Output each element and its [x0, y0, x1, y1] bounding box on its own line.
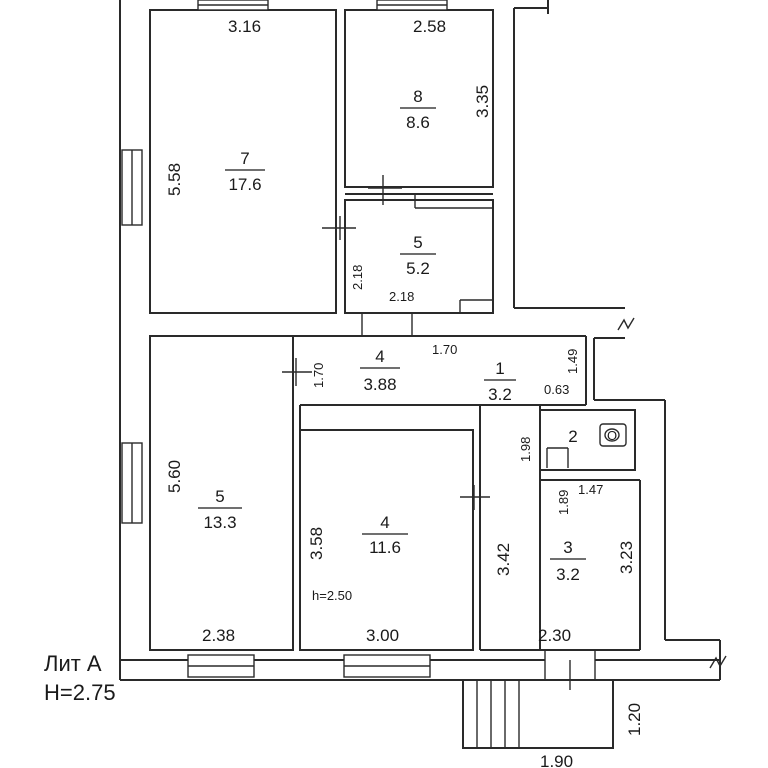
room-5-large-walls [149, 335, 294, 651]
dim-r8-side: 3.35 [473, 85, 492, 118]
room-3-area: 3.2 [556, 565, 580, 584]
porch-stairs [462, 679, 614, 749]
dim-r7-side: 5.58 [165, 163, 184, 196]
dim-r5-side: 5.60 [165, 460, 184, 493]
dim-r5s-h: 2.18 [389, 289, 414, 304]
dim-r4-bottom: 3.00 [366, 626, 399, 645]
dim-r3-bottom: 2.30 [538, 626, 571, 645]
room-5s-number: 5 [413, 233, 422, 252]
dim-r8-top: 2.58 [413, 17, 446, 36]
outer-walls [119, 0, 727, 681]
legend-lit: Лит А [44, 651, 102, 676]
dim-porch-v: 1.20 [625, 703, 644, 736]
toilet-label: O [607, 428, 617, 443]
dim-corr-h: 1.70 [432, 342, 457, 357]
dim-r3-v1: 1.89 [556, 490, 571, 515]
dim-r2-v: 1.98 [518, 437, 533, 462]
room-4c-area: 3.88 [363, 375, 396, 394]
room-5l-area: 13.3 [203, 513, 236, 532]
room-7-area: 17.6 [228, 175, 261, 194]
room-2-walls [539, 409, 636, 471]
dim-r5s-v: 2.18 [350, 265, 365, 290]
dim-r3-h: 1.47 [578, 482, 603, 497]
room-4c-number: 4 [375, 347, 384, 366]
room-8-area: 8.6 [406, 113, 430, 132]
room-5-small-walls [344, 199, 494, 314]
dim-r4-right: 3.42 [494, 543, 513, 576]
corridor-walls [150, 335, 587, 406]
room-8-walls [344, 9, 494, 209]
room-2-number: 2 [568, 427, 577, 446]
dim-r5-bottom: 2.38 [202, 626, 235, 645]
room-1-area: 3.2 [488, 385, 512, 404]
room-3-number: 3 [563, 538, 572, 557]
dim-r2-h: 0.63 [544, 382, 569, 397]
dim-r4-side: 3.58 [307, 527, 326, 560]
room-4l-number: 4 [380, 513, 389, 532]
room-1-number: 1 [495, 359, 504, 378]
room-5l-number: 5 [215, 487, 224, 506]
dim-r1-v: 1.49 [565, 349, 580, 374]
door-marks [282, 175, 596, 690]
dim-r7-top: 3.16 [228, 17, 261, 36]
dimension-labels: 3.16 2.58 3.35 5.58 2.18 2.18 1.70 1.70 … [165, 17, 644, 768]
room-labels: 7 17.6 8 8.6 5 5.2 4 3.88 1 3.2 2 5 13.3… [198, 87, 586, 584]
room-4l-area: 11.6 [369, 538, 401, 557]
room-4-large-walls [299, 405, 474, 651]
legend-height: H=2.75 [44, 680, 116, 705]
toilet-icon: O [599, 423, 627, 447]
dim-corr-v: 1.70 [311, 363, 326, 388]
dim-ceiling: h=2.50 [312, 588, 352, 603]
legend: Лит А H=2.75 [44, 651, 116, 705]
windows [121, 0, 448, 678]
room-8-number: 8 [413, 87, 422, 106]
dim-porch-h: 1.90 [540, 752, 573, 768]
dim-r3-right: 3.23 [617, 541, 636, 574]
room-5s-area: 5.2 [406, 259, 430, 278]
room-7-number: 7 [240, 149, 249, 168]
